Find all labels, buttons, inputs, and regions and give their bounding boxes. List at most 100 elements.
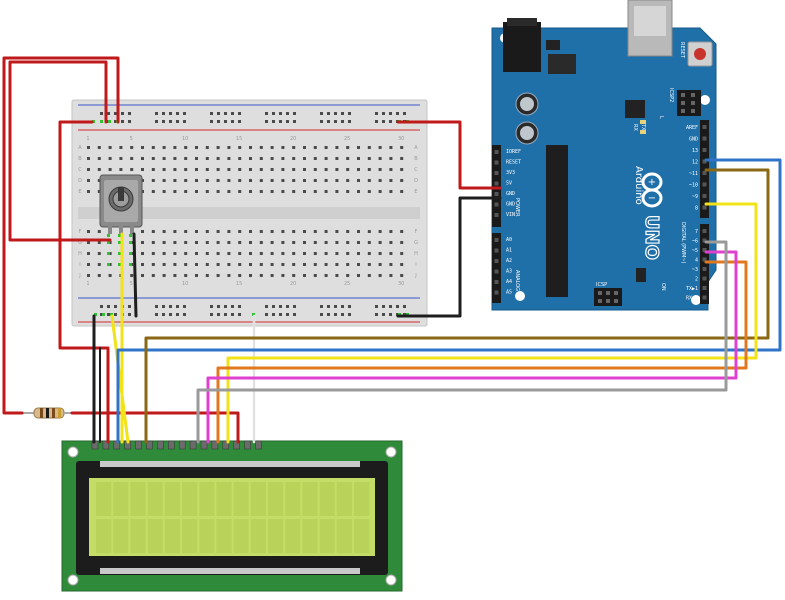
power-pin-label: GND [506,191,515,197]
terminal-hole [162,252,166,255]
lcd-pin [200,440,208,450]
terminal-hole [119,157,123,160]
rail-hole [389,313,392,316]
rail-hole [231,112,234,115]
terminal-hole [173,190,177,193]
lcd-character-cell [199,482,215,516]
terminal-hole [357,241,360,244]
rail-hole [348,120,351,123]
header-pin [702,205,707,210]
rail-hole [224,120,227,123]
rail-hole [231,313,234,316]
terminal-hole [184,168,188,171]
terminal-hole [270,146,274,149]
lcd-header-pins [91,440,262,450]
lcd-character-cell [164,519,180,553]
breadboard-row-letter: B [78,156,82,162]
icsp-pin [614,291,618,295]
rail-hole [169,112,172,115]
terminal-hole [162,230,166,233]
breadboard-row-letter: D [78,178,82,184]
terminal-hole [357,179,360,182]
terminal-hole [303,230,306,233]
breadboard-row-letter: I [79,262,80,268]
terminal-hole [389,146,393,149]
rail-hole [382,120,385,123]
terminal-hole [195,252,198,255]
power-pin-label: VIN [506,212,515,218]
terminal-hole [259,179,263,182]
rail-hole [341,112,344,115]
terminal-hole [346,179,350,182]
rail-hole [293,120,296,123]
terminal-hole [184,190,188,193]
potentiometer[interactable] [99,174,143,234]
terminal-hole [238,241,242,244]
breadboard-row-letter: G [78,240,82,246]
terminal-hole [205,157,209,160]
rail-hole [183,112,186,115]
terminal-hole [195,168,198,171]
rail-hole [169,313,172,316]
lcd-character-cell [233,519,249,553]
wire-pin11-to-lcd-e [144,168,770,444]
terminal-hole [97,252,101,255]
rail-hole [183,313,186,316]
analog-in-label: ANALOG IN [514,270,520,298]
terminal-hole [205,263,209,266]
terminal-hole [108,263,112,266]
tx-label: TX [640,123,646,131]
terminal-hole [227,168,231,171]
rail-hole [279,120,282,123]
header-pin [494,269,499,274]
active-hole [100,120,103,123]
rail-hole [375,120,378,123]
digital-pin-label: AREF [686,125,698,131]
header-pin [702,276,707,281]
terminal-hole [281,252,285,255]
wire-pot-to-gnd [132,232,138,318]
terminal-hole [238,274,242,277]
wire-pin12-to-lcd-rs [116,158,782,444]
terminal-hole [346,146,350,149]
terminal-hole [162,146,166,149]
terminal-hole [335,263,339,266]
rail-hole [155,112,158,115]
rail-hole [272,305,275,308]
terminal-hole [292,157,296,160]
rail-hole [155,305,158,308]
terminal-hole [130,157,134,160]
terminal-hole [216,241,220,244]
rail-hole [341,313,344,316]
rail-hole [107,305,110,308]
header-pin [702,238,707,243]
lcd-character-cell [354,482,370,516]
lcd-character-grid [96,482,370,553]
digital-pin-label: ~6 [692,239,698,245]
terminal-hole [259,230,263,233]
terminal-hole [108,274,112,277]
lcd-character-cell [96,519,112,553]
header-pin [494,160,499,165]
rail-hole [265,120,268,123]
terminal-hole [346,190,350,193]
terminal-hole [227,190,231,193]
active-hole [118,234,121,237]
terminal-hole [238,252,242,255]
breadboard-row-letter: G [414,240,418,246]
terminal-hole [400,252,404,255]
terminal-hole [303,252,306,255]
breadboard-row-letter: I [415,262,416,268]
header-pin [494,248,499,253]
icsp2-pin [691,109,695,113]
wire-rail-to-pot [8,60,112,242]
rail-hole [396,305,399,308]
terminal-hole [97,168,101,171]
rail-hole [183,120,186,123]
terminal-hole [292,146,296,149]
terminal-hole [87,146,90,149]
lcd-character-cell [250,519,266,553]
breadboard-row-letter: A [414,145,418,151]
digital-pin-label: ~5 [692,248,698,254]
breadboard-row-letter: C [78,167,82,173]
